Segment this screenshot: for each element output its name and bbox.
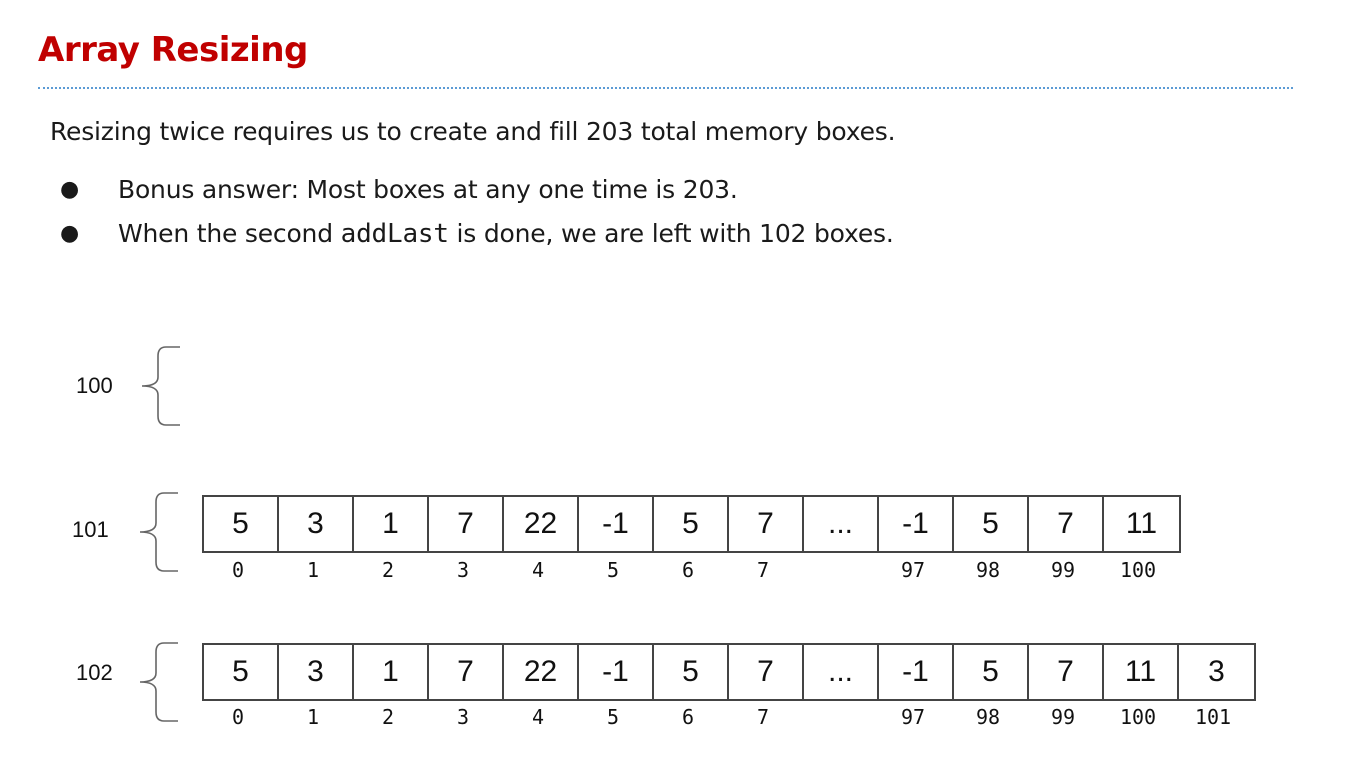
array-cell: 3 — [279, 497, 354, 551]
array-size-label-100: 100 — [76, 373, 113, 398]
bullet-text-after: is done, we are left with 102 boxes. — [448, 219, 894, 248]
bullet-text-before: When the second — [118, 219, 341, 248]
array-cell: 22 — [504, 497, 579, 551]
array-cell: 22 — [504, 645, 579, 699]
bullet-text: Bonus answer: Most boxes at any one time… — [118, 175, 738, 204]
array-cell: 5 — [954, 645, 1029, 699]
slide-title: Array Resizing — [38, 30, 308, 70]
bullet-code: addLast — [340, 219, 449, 249]
array-index-label: 4 — [531, 705, 545, 729]
array-cell: 7 — [729, 645, 804, 699]
array-index-label: 97 — [900, 705, 926, 729]
brace-icon — [139, 642, 178, 722]
brace-icon — [139, 492, 178, 572]
array-cell: 5 — [954, 497, 1029, 551]
array-index-label: 3 — [456, 705, 470, 729]
array-cell: 7 — [429, 497, 504, 551]
array-cell: 7 — [1029, 497, 1104, 551]
array-cell: 11 — [1125, 507, 1158, 540]
array-cell: ... — [804, 497, 879, 551]
array-cell: 3 — [279, 645, 354, 699]
array-size-label-102: 102 — [76, 660, 113, 685]
array-size-label-101: 101 — [72, 517, 109, 542]
array-index-label: 100 — [1119, 705, 1157, 729]
array-cell: 3 — [1208, 655, 1225, 688]
array-cell: 1 — [354, 645, 429, 699]
bullet-item: ● Bonus answer: Most boxes at any one ti… — [60, 170, 894, 214]
array-index-label: 3 — [456, 558, 470, 582]
array-index-label: 98 — [975, 705, 1001, 729]
array-cell: -1 — [879, 497, 954, 551]
brace-icon — [141, 346, 180, 426]
array-cell: -1 — [579, 497, 654, 551]
array-cell: ... — [804, 645, 879, 699]
array-cell: 5 — [204, 645, 279, 699]
array-index-label: 5 — [606, 705, 620, 729]
array-cell: 5 — [654, 645, 729, 699]
array-index-label: 1 — [306, 558, 320, 582]
bullet-dot: ● — [60, 221, 79, 246]
array-cell: 11 — [1104, 645, 1179, 699]
array-index-label: 1 — [306, 705, 320, 729]
array-index-label: 4 — [531, 558, 545, 582]
array-cell: 7 — [1029, 645, 1104, 699]
array-index-label: 0 — [231, 558, 245, 582]
array-index-label: 2 — [381, 705, 395, 729]
array-index-label: 6 — [681, 705, 695, 729]
array-cell: 1 — [354, 497, 429, 551]
title-divider — [38, 87, 1293, 89]
array-index-label: 7 — [756, 558, 770, 582]
array-index-label: 2 — [381, 558, 395, 582]
array-index-label: 5 — [606, 558, 620, 582]
array-cell: 5 — [654, 497, 729, 551]
array-cell: 7 — [729, 497, 804, 551]
slide-subtitle: Resizing twice requires us to create and… — [50, 117, 896, 146]
bullet-list: ● Bonus answer: Most boxes at any one ti… — [60, 170, 894, 258]
bullet-dot: ● — [60, 177, 79, 202]
array-index-label: 99 — [1050, 705, 1076, 729]
array-cell: -1 — [879, 645, 954, 699]
array-index-label: 7 — [756, 705, 770, 729]
array-index-label: 100 — [1119, 558, 1157, 582]
array-index-label: 99 — [1050, 558, 1076, 582]
array-index-label: 6 — [681, 558, 695, 582]
bullet-item: ● When the second addLast is done, we ar… — [60, 214, 894, 258]
array-cell: 5 — [204, 497, 279, 551]
array-index-label: 97 — [900, 558, 926, 582]
array-cell: -1 — [579, 645, 654, 699]
array-cell: 7 — [429, 645, 504, 699]
array-index-label: 0 — [231, 705, 245, 729]
array-index-label: 101 — [1194, 705, 1232, 729]
array-index-label: 98 — [975, 558, 1001, 582]
